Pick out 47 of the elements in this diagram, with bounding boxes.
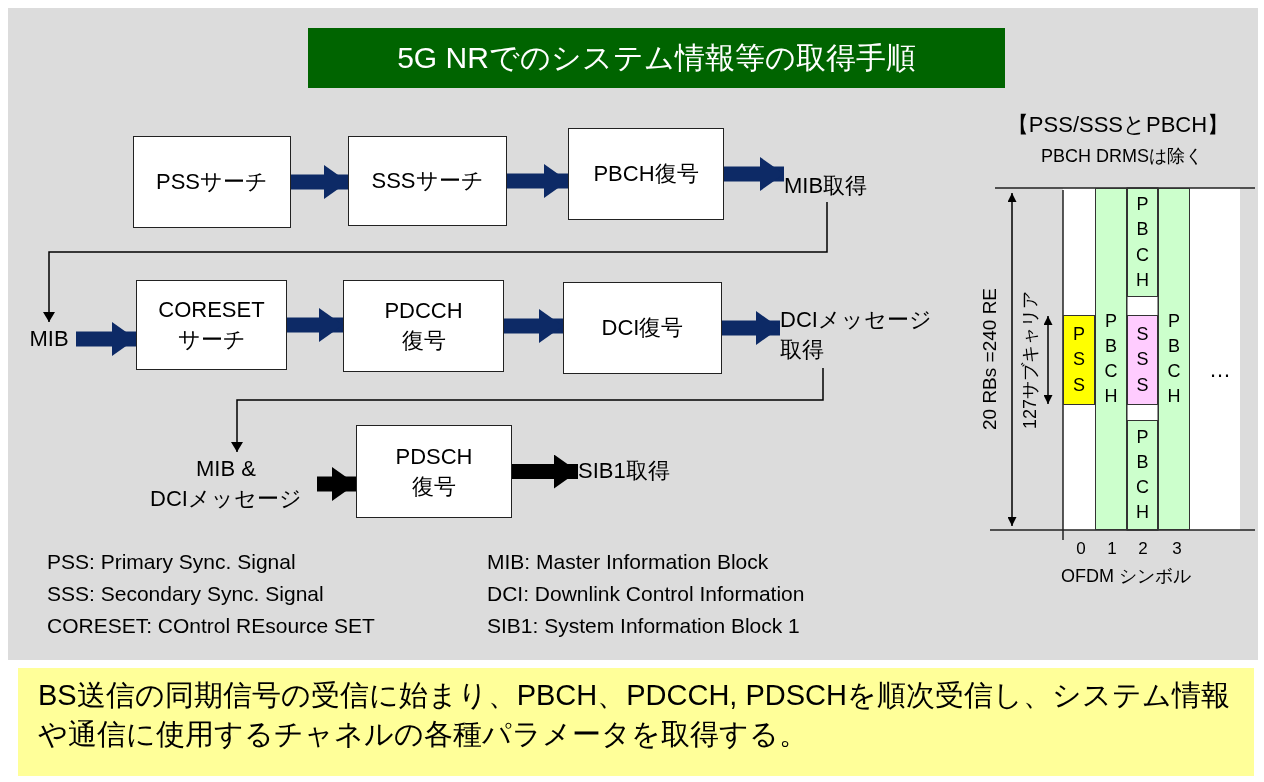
symbol-index: 1 <box>1107 539 1117 559</box>
process-box: PBCH復号 <box>568 128 724 220</box>
process-box: SSSサーチ <box>348 136 507 226</box>
abbreviation-note: DCI: Downlink Control Information <box>487 582 805 606</box>
symbol-index: 2 <box>1138 539 1148 559</box>
step-label: MIB取得 <box>784 170 896 202</box>
process-box: PSSサーチ <box>133 136 291 228</box>
step-label: DCIメッセージ取得 <box>780 302 950 368</box>
axis-label: OFDM シンボル <box>1061 565 1191 588</box>
signal-block: PBCH <box>1127 188 1158 297</box>
process-box: PDSCH 復号 <box>356 425 512 518</box>
abbreviation-note: SIB1: System Information Block 1 <box>487 614 800 638</box>
ellipsis-mark: … <box>1209 357 1231 383</box>
panel-note: PBCH DRMSは除く <box>1041 145 1203 168</box>
title-banner: 5G NRでのシステム情報等の取得手順 <box>308 28 1005 88</box>
panel-heading: 【PSS/SSSとPBCH】 <box>1006 111 1230 139</box>
block-arrow <box>512 454 578 489</box>
arrow <box>231 367 824 453</box>
abbreviation-note: SSS: Secondary Sync. Signal <box>47 582 324 606</box>
block-arrow <box>291 165 348 199</box>
symbol-index: 3 <box>1172 539 1182 559</box>
arrow <box>43 201 828 323</box>
step-label: SIB1取得 <box>578 455 696 487</box>
signal-block: PBCH <box>1158 188 1190 530</box>
dimension-label: 127サブキャリア <box>1019 291 1041 429</box>
step-label: MIB <box>22 322 76 356</box>
dimension-label: 20 RBs =240 RE <box>979 287 1001 431</box>
block-arrow <box>287 308 343 342</box>
block-arrow <box>724 157 784 191</box>
signal-block: SSS <box>1127 315 1158 405</box>
process-box: CORESET サーチ <box>136 280 287 370</box>
block-arrow <box>504 309 563 343</box>
block-arrow <box>507 164 568 198</box>
abbreviation-note: CORESET: COntrol REsource SET <box>47 614 375 638</box>
signal-block: PBCH <box>1095 188 1127 530</box>
caption-note: BS送信の同期信号の受信に始まり、PBCH、PDCCH, PDSCHを順次受信し、システム情報や通信に使用するチャネルの各種パラメータを取得する。 <box>18 668 1254 776</box>
block-arrow <box>722 311 780 345</box>
step-label: MIB & DCIメッセージ <box>135 452 317 516</box>
block-arrow <box>317 467 356 501</box>
signal-block: PSS <box>1063 315 1095 405</box>
process-box: PDCCH 復号 <box>343 280 504 372</box>
abbreviation-note: MIB: Master Information Block <box>487 550 769 574</box>
signal-block: PBCH <box>1127 420 1158 530</box>
block-arrow <box>76 322 136 356</box>
symbol-index: 0 <box>1076 539 1086 559</box>
process-box: DCI復号 <box>563 282 722 374</box>
abbreviation-note: PSS: Primary Sync. Signal <box>47 550 296 574</box>
